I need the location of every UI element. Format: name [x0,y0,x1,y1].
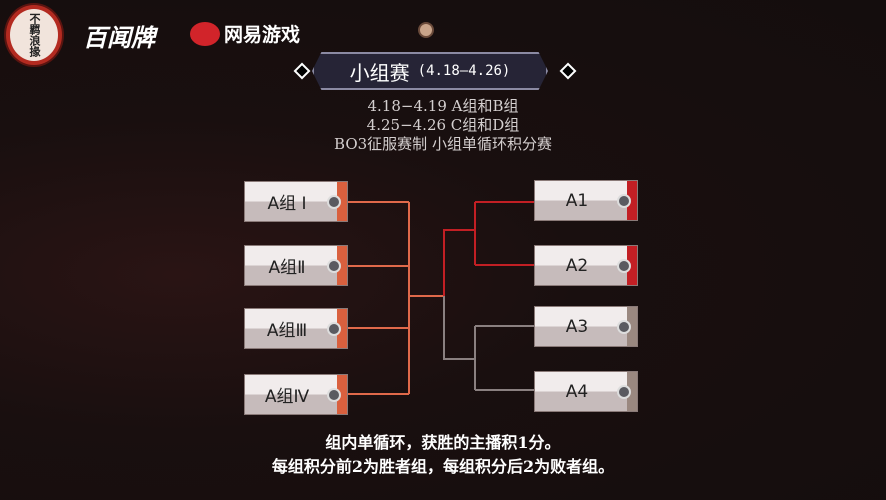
flower-crest-icon [418,22,434,38]
coin-icon [617,194,631,208]
slot-label: A组Ⅲ [266,321,308,341]
streamer-seal-logo: 不羁浪掾 [6,5,62,65]
slot-stripe [337,309,347,348]
stage-title: 小组赛 [349,60,410,85]
slot-stripe [627,181,637,220]
publisher-name: 网易游戏 [224,24,301,46]
rank-slot-a1: A1 [534,180,638,221]
group-connector-lines [348,201,444,395]
group-slot-2: A组Ⅱ [244,245,348,286]
slot-label: A组Ⅳ [264,387,310,407]
rank-slot-a3: A3 [534,306,638,347]
slot-stripe [337,246,347,285]
game-logo: 百闻牌 [83,23,155,52]
slot-label: A组 Ⅰ [267,194,307,214]
schedule-line: 4.18−4.19 A组和B组 [367,97,519,115]
group-slot-1: A组 Ⅰ [244,181,348,222]
slot-label: A1 [565,190,589,211]
slot-label: A4 [565,381,589,402]
coin-icon [327,259,341,273]
group-slot-3: A组Ⅲ [244,308,348,349]
netease-icon [190,21,220,46]
rules-footer: 组内单循环，获胜的主播积1分。 每组积分前2为胜者组，每组积分后2为败者组。 [0,431,886,479]
coin-icon [617,259,631,273]
slot-stripe [627,246,637,285]
slot-label: A2 [565,255,589,276]
stage-dates: (4.18—4.26) [417,63,511,79]
rule-line: 每组积分前2为胜者组，每组积分后2为败者组。 [271,457,615,476]
winner-connector-lines [443,201,534,296]
rank-slot-a4: A4 [534,371,638,412]
rank-slot-a2: A2 [534,245,638,286]
slot-label: A3 [565,316,589,337]
slot-stripe [627,372,637,411]
schedule-line: 4.25−4.26 C组和D组 [366,116,520,134]
stage-banner: 小组赛 (4.18—4.26) [312,52,548,90]
coin-icon [617,385,631,399]
format-line: BO3征服赛制 小组单循环积分赛 [334,135,552,153]
coin-icon [327,322,341,336]
coin-icon [327,388,341,402]
slot-stripe [337,375,347,414]
loser-connector-lines [443,296,534,391]
slot-stripe [337,182,347,221]
coin-icon [617,320,631,334]
slot-label: A组Ⅱ [268,258,306,278]
group-slot-4: A组Ⅳ [244,374,348,415]
rule-line: 组内单循环，获胜的主播积1分。 [325,433,561,452]
schedule-info: 4.18−4.19 A组和B组 4.25−4.26 C组和D组 BO3征服赛制 … [0,97,886,154]
slot-stripe [627,307,637,346]
coin-icon [327,195,341,209]
publisher-logo: 网易游戏 [190,20,300,47]
